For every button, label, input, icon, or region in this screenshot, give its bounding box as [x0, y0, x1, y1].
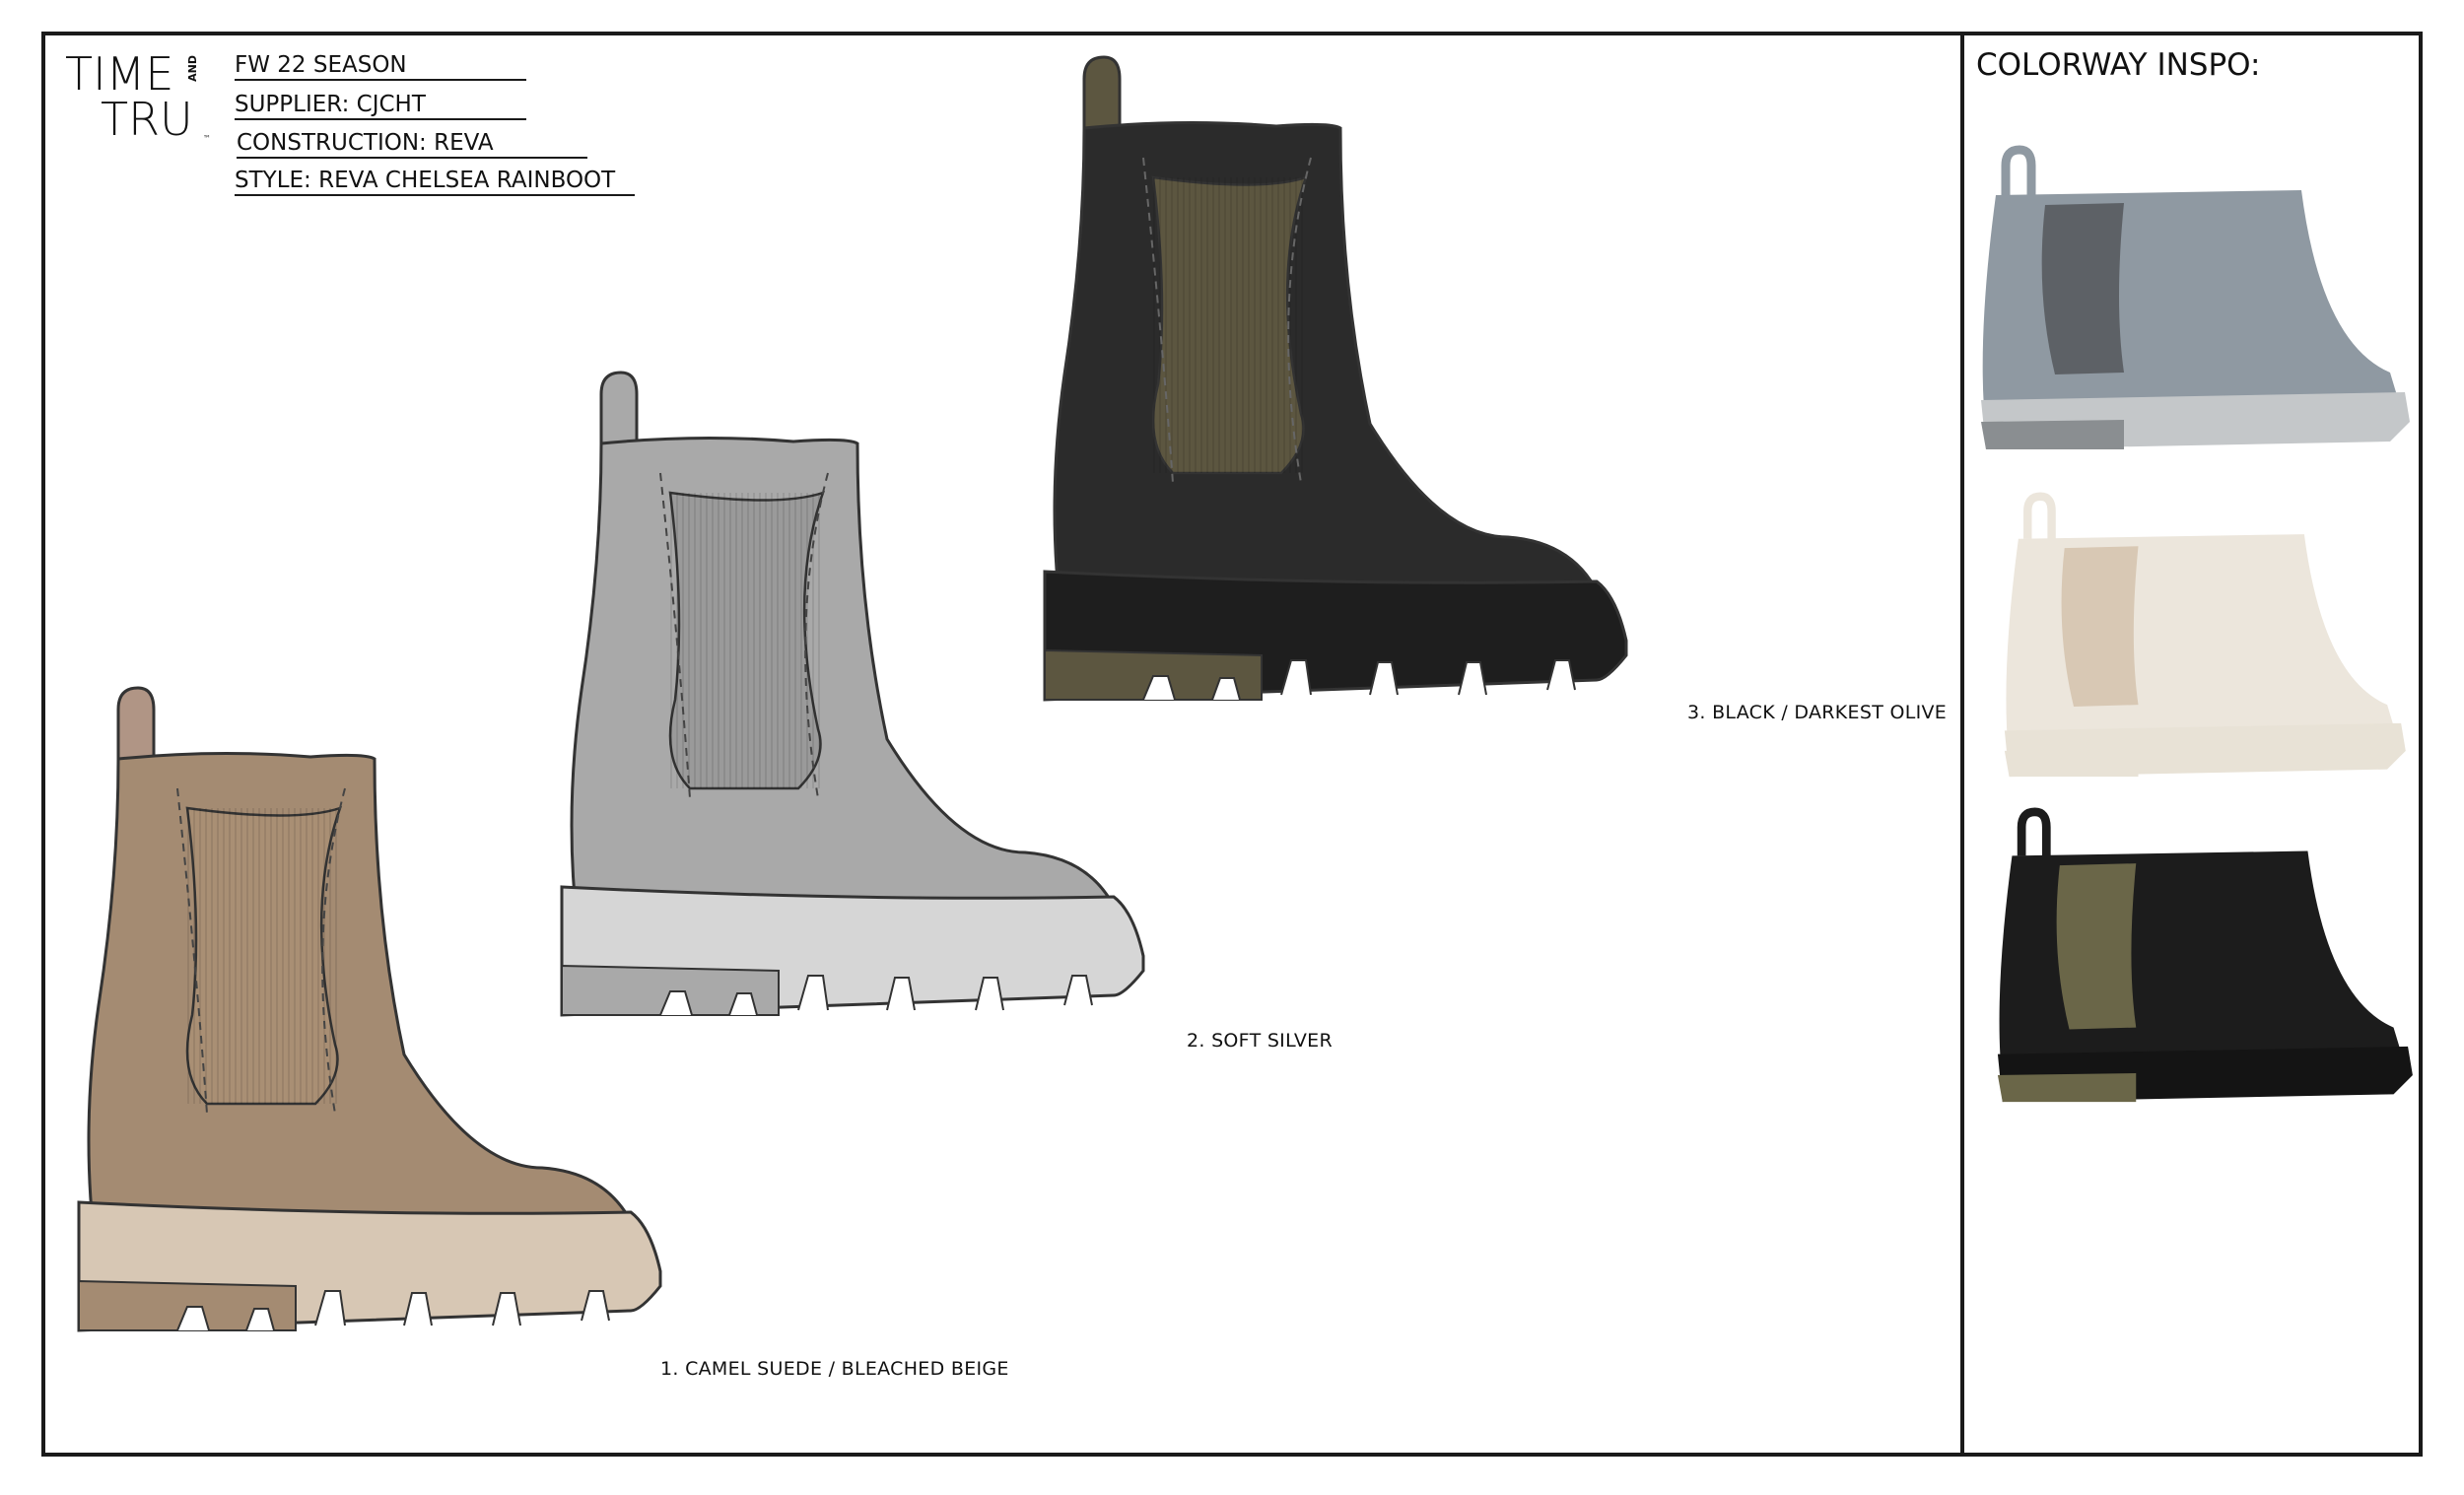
boot-2-gore-rib	[670, 493, 823, 788]
boot-1-pull-tab	[116, 686, 156, 773]
boot-sketch-2	[560, 371, 1145, 1017]
boot-sketch-3	[1043, 55, 1628, 702]
inspo-photo-grey	[1981, 145, 2410, 449]
boot-1-caption: 1. CAMEL SUEDE / BLEACHED BEIGE	[660, 1358, 1009, 1380]
page-frame	[41, 32, 2423, 1457]
boot-2-stitch	[659, 472, 829, 799]
panel-divider	[1960, 32, 1964, 1457]
boot-3-gore-rib	[1153, 177, 1306, 473]
boot-2-lugs	[659, 975, 1093, 1016]
logo-line-tru: TRU	[101, 93, 193, 146]
boot-sketch-1	[77, 686, 662, 1332]
inspo-photo-cream	[2004, 492, 2406, 778]
spec-supplier: SUPPLIER: CJCHT	[235, 91, 526, 120]
colorway-title: COLORWAY INSPO:	[1976, 47, 2261, 83]
boot-3-caption: 3. BLACK / DARKEST OLIVE	[1687, 702, 1948, 723]
brand-logo: TIME AND TRU ™	[65, 51, 213, 150]
spec-construction: CONSTRUCTION: REVA	[237, 129, 587, 159]
boot-3-upper	[1053, 120, 1619, 643]
boot-1-gore-rib	[187, 808, 340, 1104]
logo-and: AND	[186, 55, 199, 82]
boot-3-lugs	[1142, 659, 1576, 701]
boot-2-pull-tab	[599, 371, 639, 457]
inspo-photo-black	[1997, 807, 2413, 1103]
spec-style: STYLE: REVA CHELSEA RAINBOOT	[235, 167, 635, 196]
boot-1-stitch	[176, 787, 346, 1115]
spec-season: FW 22 SEASON	[235, 51, 526, 81]
boot-3-stitch	[1142, 157, 1312, 484]
boot-3-pull-tab	[1082, 55, 1122, 142]
boot-2-caption: 2. SOFT SILVER	[1187, 1030, 1333, 1052]
logo-line-time: TIME	[65, 47, 174, 101]
boot-1-lugs	[176, 1290, 610, 1331]
logo-trademark: ™	[203, 134, 211, 143]
